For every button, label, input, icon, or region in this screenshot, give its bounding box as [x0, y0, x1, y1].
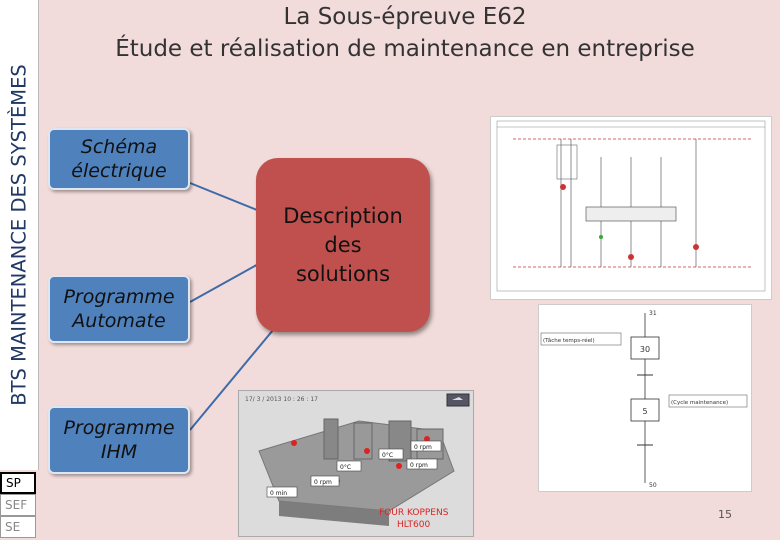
grafcet-action2: (Cycle maintenance) [671, 400, 728, 406]
description-solutions-box[interactable]: Description des solutions [256, 158, 430, 332]
hmi-readout-5: 0 rpm [414, 444, 432, 451]
programme-automate-box[interactable]: Programme Automate [48, 275, 190, 343]
grafcet-transition-bottom: 50 [649, 482, 657, 489]
programme-ihm-box[interactable]: Programme IHM [48, 406, 190, 474]
electrical-schematic-image [490, 116, 772, 300]
grafcet-image: 30 5 (Tâche temps-réel) (Cycle maintenan… [538, 304, 752, 492]
hmi-readout-2: 0 rpm [314, 479, 332, 486]
slide-title: La Sous-épreuve E62 [283, 4, 527, 30]
hmi-drawing: 17/ 3 / 2013 10 : 26 : 17 0 min 0 rpm 0°… [239, 391, 473, 536]
automate-line1: Programme [63, 286, 175, 308]
nav-sef[interactable]: SEF [0, 494, 36, 516]
description-line3: solutions [295, 261, 391, 286]
slide-subtitle: Étude et réalisation de maintenance en e… [115, 36, 695, 62]
grafcet-transition-top: 31 [649, 310, 657, 317]
description-line1: Description [283, 203, 403, 228]
hmi-readout-6: 0 rpm [410, 462, 428, 469]
hmi-readout-3: 0°C [340, 464, 351, 471]
schematic-drawing [496, 120, 766, 292]
ihm-line1: Programme [63, 417, 175, 439]
schema-line2: électrique [71, 160, 167, 182]
schema-electrique-box[interactable]: Schéma électrique [48, 128, 190, 190]
description-line2: des [324, 232, 362, 257]
hmi-readout-4: 0°C [382, 452, 393, 459]
nav-se[interactable]: SE [0, 516, 36, 538]
hmi-brand-line1: FOUR KOPPENS [379, 508, 449, 518]
hmi-brand-line2: HLT600 [397, 520, 430, 530]
page-number: 15 [718, 508, 732, 521]
hmi-readout-1: 0 min [270, 490, 287, 497]
grafcet-step1: 30 [640, 345, 650, 354]
grafcet-action1: (Tâche temps-réel) [543, 337, 595, 344]
grafcet-step2: 5 [642, 407, 647, 416]
schema-line1: Schéma [80, 136, 158, 158]
sidebar: BTS MAINTENANCE DES SYSTÈMES [0, 0, 39, 470]
hmi-screenshot-image: 17/ 3 / 2013 10 : 26 : 17 0 min 0 rpm 0°… [238, 390, 474, 537]
automate-line2: Automate [72, 310, 166, 332]
grafcet-drawing: 30 5 (Tâche temps-réel) (Cycle maintenan… [540, 310, 748, 489]
hmi-header: 17/ 3 / 2013 10 : 26 : 17 [245, 396, 318, 403]
ihm-line2: IHM [100, 441, 138, 463]
nav-sp[interactable]: SP [0, 472, 36, 494]
